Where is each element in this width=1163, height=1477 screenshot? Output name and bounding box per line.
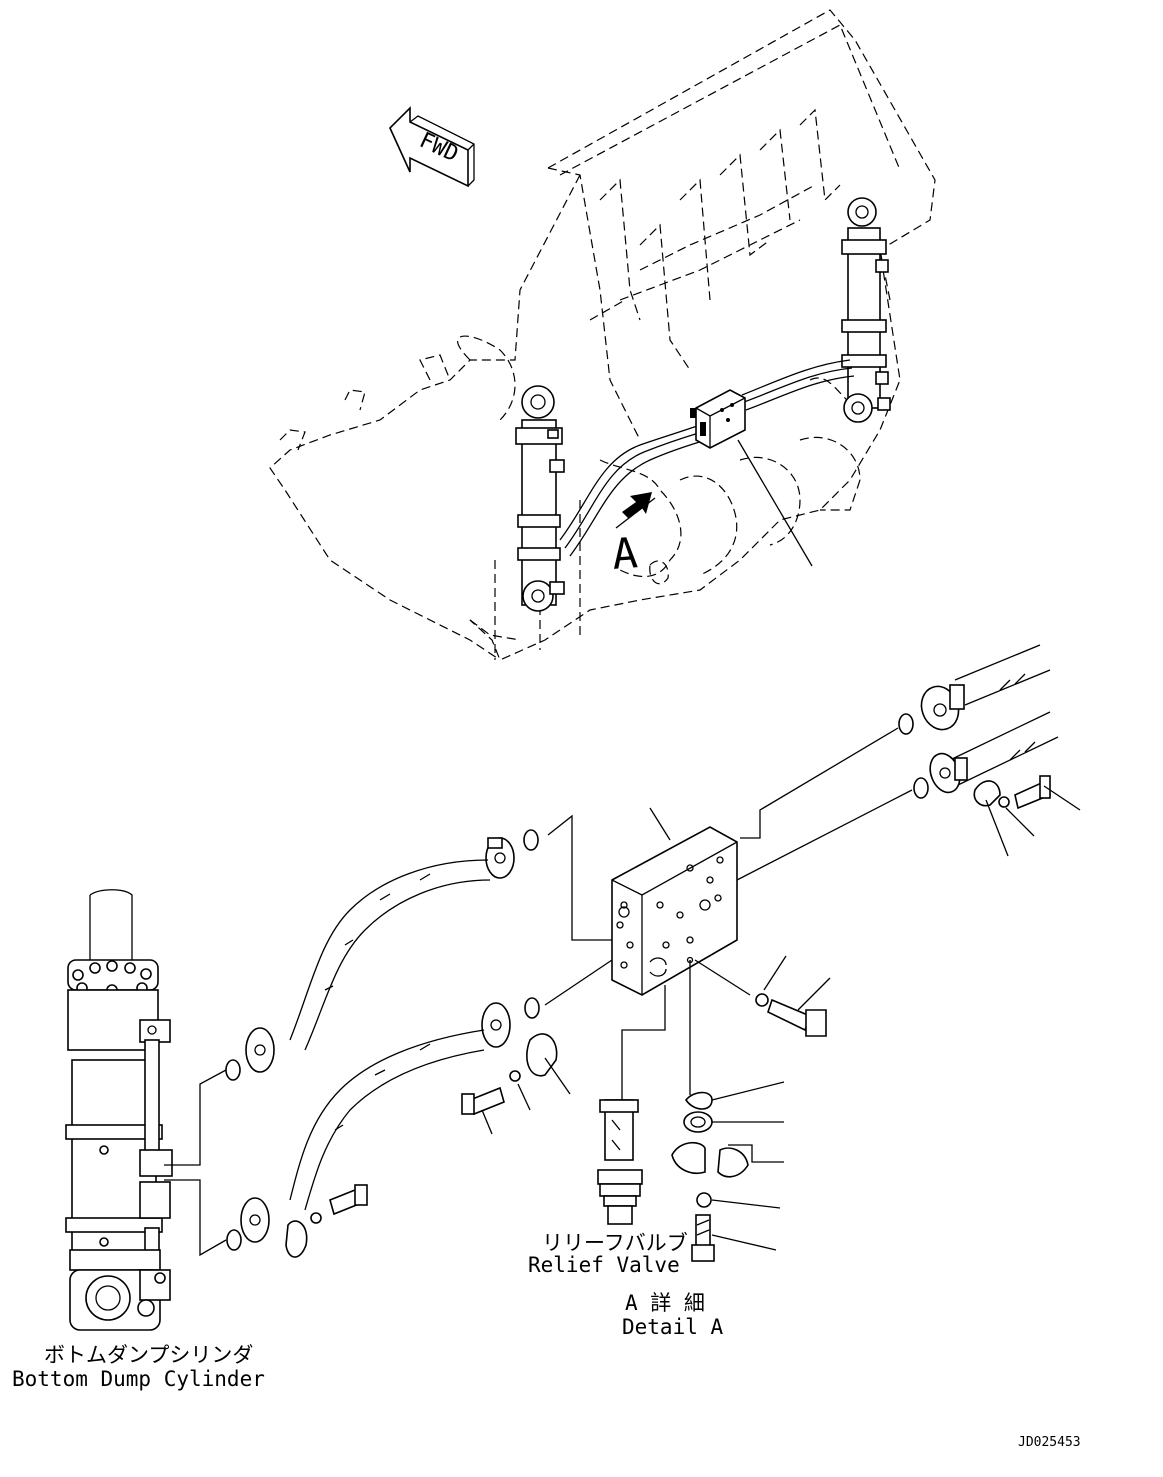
relief-valve-jp: リリーフバルブ — [542, 1231, 688, 1255]
overview-valve-block — [690, 389, 746, 449]
overview-left-cylinder — [515, 385, 565, 612]
relief-valve-en: Relief Valve — [528, 1253, 680, 1277]
view-a-label: A — [611, 528, 640, 579]
drawing-number: JD025453 — [1018, 1435, 1081, 1450]
bottom-dump-cylinder-jp: ボトムダンプシリンダ — [44, 1343, 253, 1367]
relief-valve — [597, 985, 666, 1225]
bottom-dump-cylinder — [65, 889, 173, 1331]
detail-a-jp: A 詳 細 — [625, 1291, 705, 1315]
bucket-overview: A FWD — [269, 9, 936, 661]
detail-a-en: Detail A — [622, 1315, 724, 1339]
fitting-parts — [671, 955, 831, 1262]
upper-right-hoses — [898, 644, 1081, 857]
bottom-dump-cylinder-en: Bottom Dump Cylinder — [12, 1367, 265, 1391]
view-arrow-a — [615, 492, 656, 529]
detail-a-assembly: リリーフバルブ Relief Valve A 詳 細 Detail A — [12, 644, 1081, 1391]
relief-valve-block — [611, 826, 738, 996]
fwd-arrow: FWD — [389, 106, 475, 188]
overview-right-cylinder — [841, 197, 891, 423]
left-hoses — [225, 829, 571, 1258]
